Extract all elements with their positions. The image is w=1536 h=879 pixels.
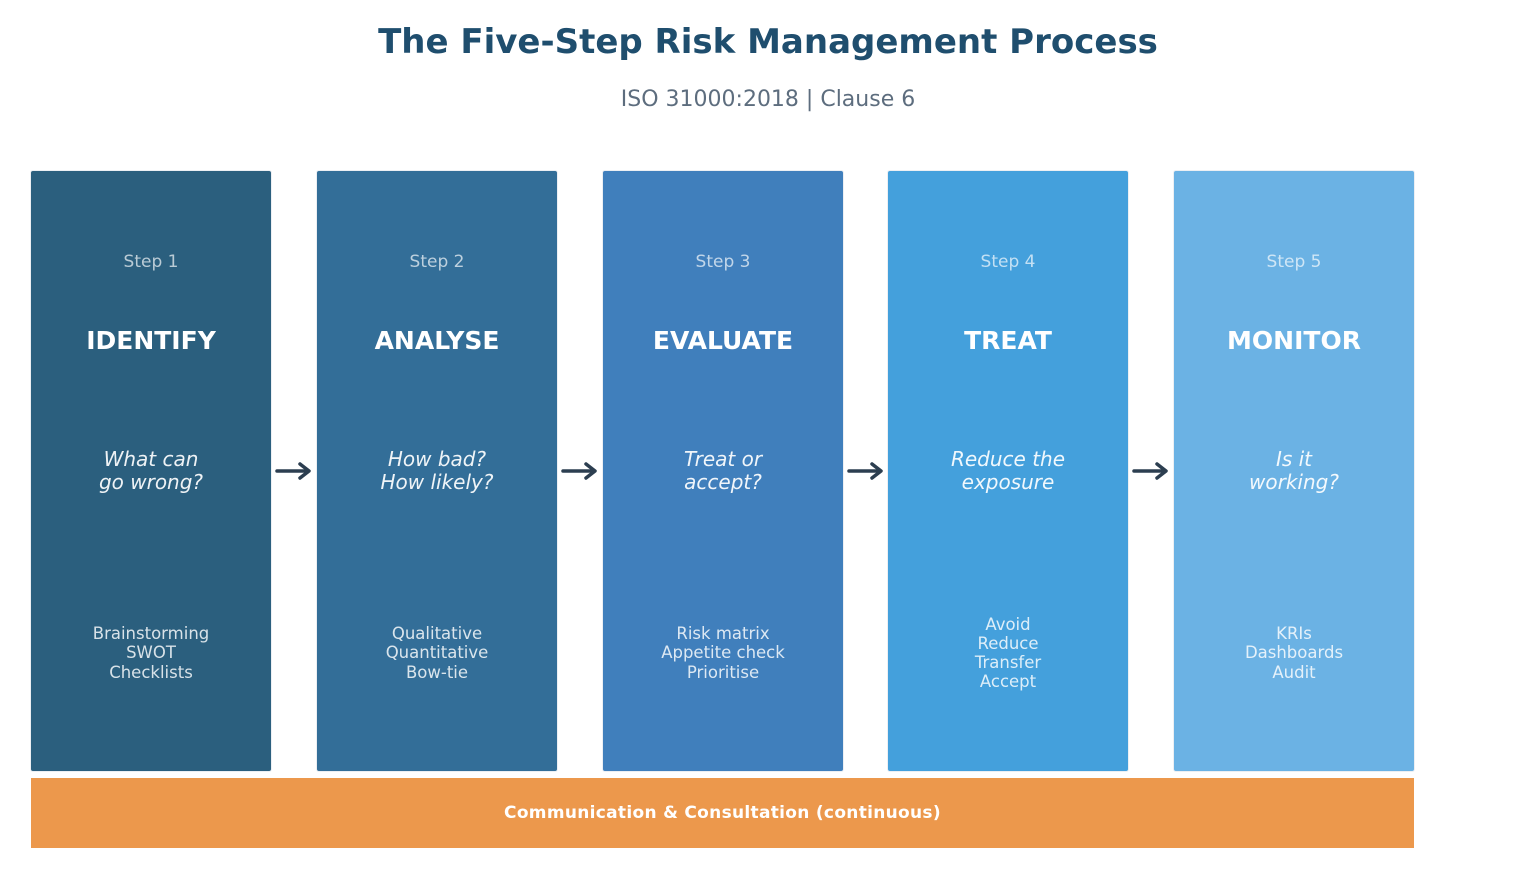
step-card-1 <box>31 171 271 771</box>
flow-arrow-icon <box>275 462 311 480</box>
method-item: SWOT <box>126 643 176 663</box>
flow-arrow-icon <box>561 462 597 480</box>
step-card-2 <box>317 171 557 771</box>
method-item: Accept <box>979 672 1037 692</box>
method-item: Risk matrix <box>676 624 770 644</box>
arrow-head <box>298 462 311 480</box>
method-item: Quantitative <box>385 643 489 663</box>
step-name: EVALUATE <box>652 326 794 355</box>
question-line: accept? <box>684 470 762 494</box>
step-number: Step 2 <box>409 252 465 272</box>
step-card-3 <box>603 171 843 771</box>
question-line: What can <box>103 447 199 471</box>
method-item: Appetite check <box>661 643 785 663</box>
question-line: go wrong? <box>98 470 204 494</box>
step-number: Step 5 <box>1266 252 1322 272</box>
arrow-head <box>869 462 883 480</box>
flow-arrow-icon <box>1132 462 1168 480</box>
question-line: Reduce the <box>950 447 1066 471</box>
diagram-title: The Five-Step Risk Management Process <box>378 22 1158 62</box>
step-number: Step 4 <box>980 252 1036 272</box>
method-item: Avoid <box>985 614 1031 634</box>
method-item: Brainstorming <box>92 624 210 644</box>
method-item: Checklists <box>109 662 193 682</box>
method-item: Prioritise <box>686 662 760 682</box>
method-item: KRIs <box>1276 624 1312 644</box>
arrow-head <box>584 462 597 480</box>
question-line: How likely? <box>380 470 494 494</box>
communication-bar: Communication & Consultation (continuous… <box>31 778 1414 848</box>
step-name: MONITOR <box>1227 326 1361 355</box>
step-number: Step 3 <box>695 252 751 272</box>
step-name: ANALYSE <box>374 326 500 355</box>
question-line: Is it <box>1275 447 1313 471</box>
question-line: How bad? <box>387 447 487 471</box>
method-item: Audit <box>1272 662 1316 682</box>
diagram-subtitle: ISO 31000:2018 | Clause 6 <box>620 87 916 112</box>
communication-label: Communication & Consultation (continuous… <box>504 803 941 823</box>
step-number: Step 1 <box>123 252 179 272</box>
step-card-5 <box>1174 171 1414 771</box>
arrow-head <box>1155 462 1168 480</box>
method-item: Bow-tie <box>405 662 469 682</box>
step-question: How bad?How likely? <box>317 448 557 494</box>
method-item: Reduce <box>977 633 1039 653</box>
step-name: TREAT <box>964 326 1052 355</box>
method-item: Transfer <box>974 653 1042 672</box>
step-card-4 <box>888 171 1128 771</box>
method-item: Qualitative <box>391 624 483 644</box>
step-name: IDENTIFY <box>86 326 216 355</box>
method-item: Dashboards <box>1244 643 1344 663</box>
question-line: exposure <box>961 470 1055 494</box>
question-line: working? <box>1249 470 1339 494</box>
question-line: Treat or <box>683 447 763 471</box>
flow-arrow-icon <box>846 462 883 480</box>
